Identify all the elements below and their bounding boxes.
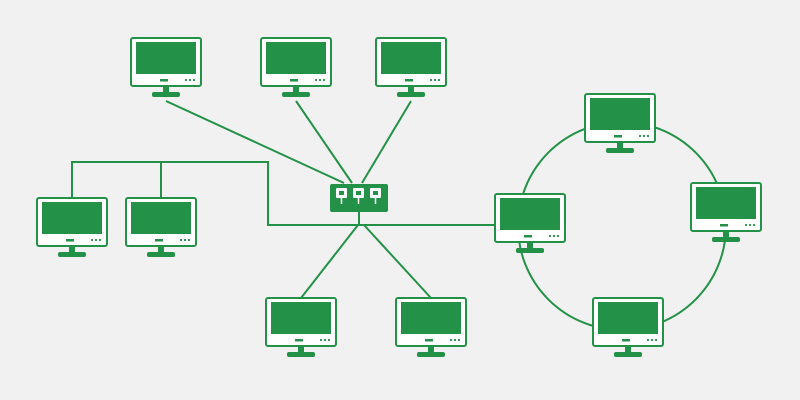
computer-monitor-icon bbox=[395, 297, 467, 358]
bus-computers bbox=[36, 197, 197, 258]
computer-monitor-icon bbox=[36, 197, 108, 258]
computer-monitor-icon bbox=[130, 37, 202, 98]
computer-monitor-icon bbox=[584, 93, 656, 154]
network-switch-icon bbox=[330, 184, 388, 212]
computer-monitor-icon bbox=[265, 297, 337, 358]
computer-monitor-icon bbox=[690, 182, 762, 243]
ring-computers bbox=[494, 93, 762, 358]
bus-line bbox=[71, 161, 330, 226]
computer-monitor-icon bbox=[375, 37, 447, 98]
star-link bbox=[295, 100, 353, 184]
computer-monitor-icon bbox=[125, 197, 197, 258]
star-link bbox=[165, 100, 345, 184]
star-link bbox=[361, 100, 412, 184]
computer-monitor-icon bbox=[260, 37, 332, 98]
star-link bbox=[300, 224, 359, 299]
star-link bbox=[363, 224, 432, 299]
computer-monitor-icon bbox=[592, 297, 664, 358]
computer-monitor-icon bbox=[494, 193, 566, 254]
